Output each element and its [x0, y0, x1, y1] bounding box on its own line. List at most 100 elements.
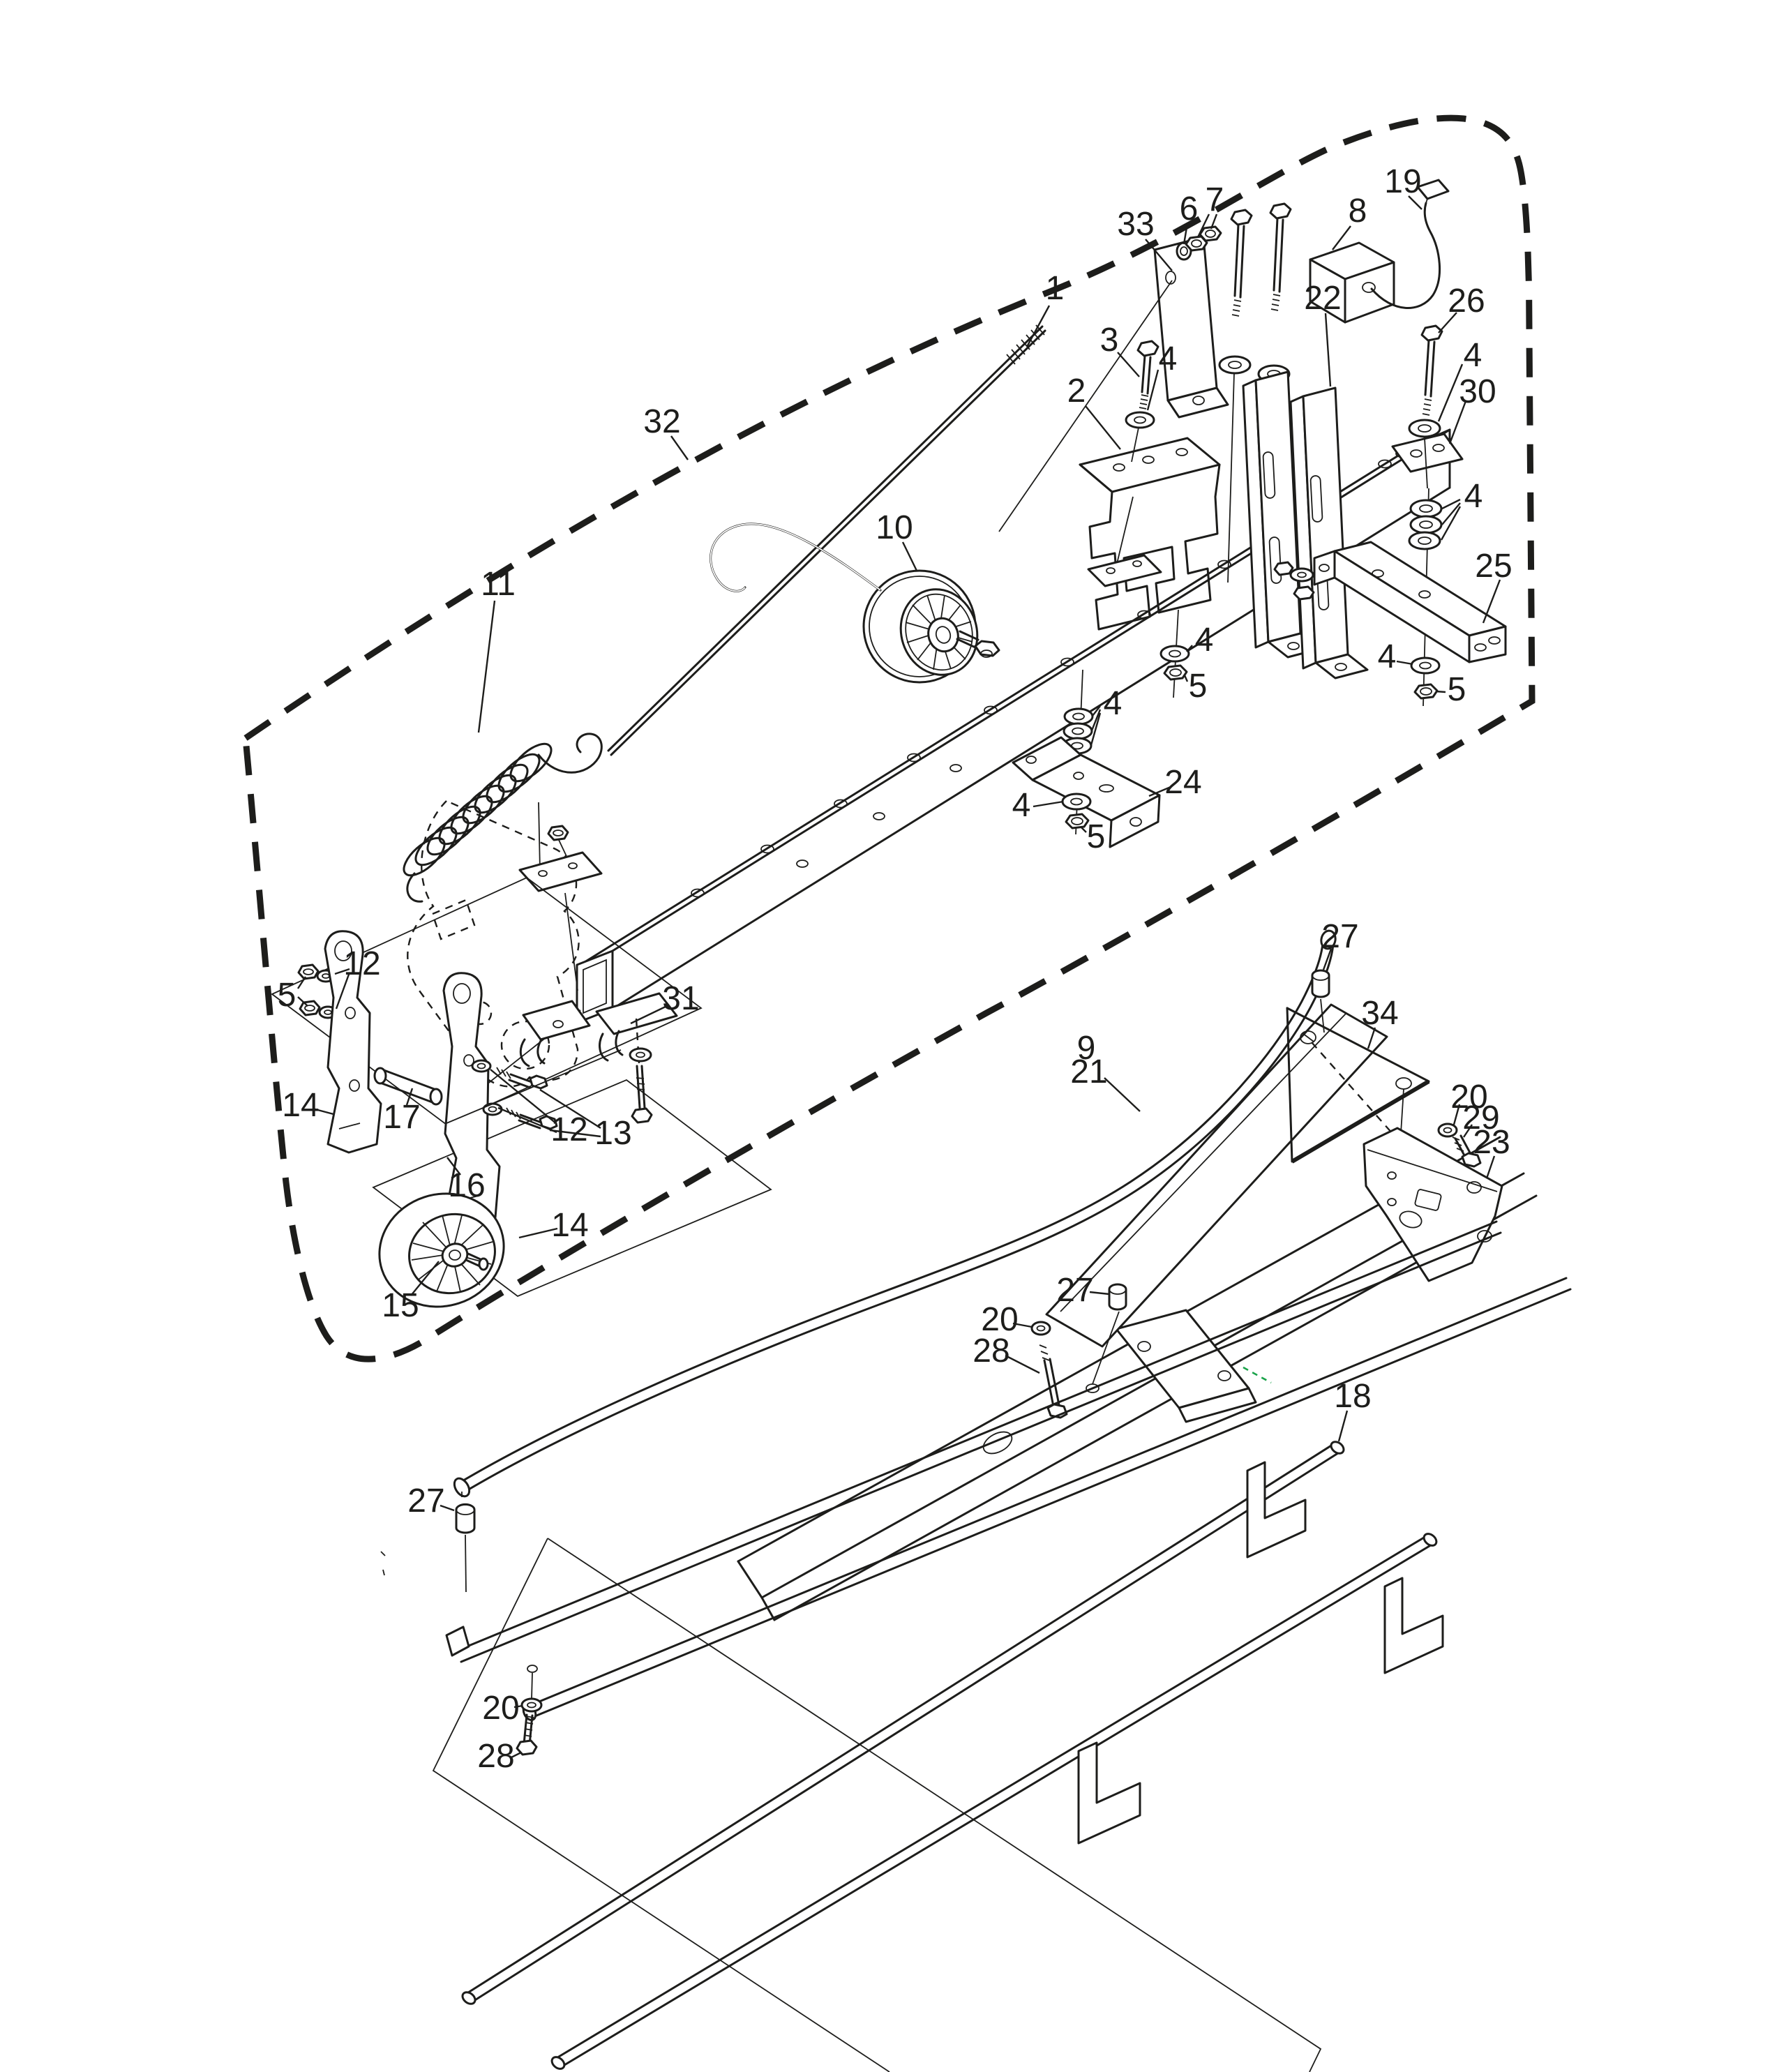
leader-part-20	[1012, 1322, 1033, 1328]
washer-part-20-mid	[1030, 1321, 1051, 1336]
leader-part-10	[901, 541, 918, 571]
leader-part-22	[1324, 313, 1332, 387]
callout-part-18-46: 18	[1334, 1378, 1371, 1415]
callout-part-12-31: 12	[550, 1111, 587, 1148]
plate-and-nut-under-rod	[518, 802, 603, 991]
callout-part-4-22: 4	[1104, 685, 1123, 722]
leader-part-13	[539, 1088, 601, 1129]
leader-part-15	[410, 1261, 440, 1296]
callout-part-5-21: 5	[1448, 671, 1466, 708]
bolt-part-29	[1452, 1134, 1482, 1168]
leader-part-34	[1367, 1027, 1376, 1049]
leader-part-2	[1085, 405, 1121, 450]
leader-part-6	[1183, 223, 1189, 245]
callout-part-33-4: 33	[1117, 206, 1154, 243]
bushing-part-27-mid	[1092, 1283, 1127, 1385]
callout-part-13-32: 13	[594, 1115, 631, 1152]
wire-harness-part-19	[1370, 179, 1450, 309]
callout-part-34-37: 34	[1361, 995, 1398, 1032]
callout-part-23-42: 23	[1473, 1124, 1510, 1161]
callout-part-11-15: 11	[481, 566, 516, 603]
washers-part-12	[471, 1059, 503, 1116]
leader-part-3	[1117, 352, 1140, 377]
leader-part-4	[1090, 709, 1102, 731]
leader-part-27	[440, 1504, 455, 1512]
bolt-part-26	[1408, 324, 1443, 438]
leader-part-12	[334, 968, 350, 975]
rod-thread-hatch	[1006, 324, 1045, 365]
support-rails	[445, 1220, 1572, 1721]
callout-part-7-6: 7	[1206, 181, 1224, 218]
washer-nut-below-25	[1410, 656, 1441, 700]
leader-part-18	[1337, 1410, 1349, 1442]
leader-part-4	[1396, 660, 1413, 666]
pin-part-17	[373, 1067, 443, 1106]
bracket-part-25	[1313, 541, 1507, 663]
leader-part-13	[549, 1129, 601, 1138]
leader-part-5	[296, 976, 307, 989]
callout-part-5-19: 5	[1189, 668, 1208, 705]
callout-part-29-41: 29	[1462, 1099, 1499, 1136]
channel-brackets-part-22	[1242, 370, 1369, 680]
callout-part-22-9: 22	[1304, 280, 1341, 317]
leader-part-20	[1453, 1104, 1461, 1125]
frame-channel	[737, 1136, 1538, 1621]
callout-part-4-16: 4	[1464, 478, 1483, 515]
callout-part-14-34: 14	[551, 1207, 588, 1244]
callout-part-5-25: 5	[1087, 818, 1106, 855]
leader-part-4	[1437, 363, 1464, 422]
callout-part-1-0: 1	[1046, 270, 1065, 307]
callout-part-20-44: 20	[981, 1301, 1018, 1338]
plate-part-30	[1391, 433, 1464, 489]
callout-part-25-17: 25	[1475, 548, 1512, 585]
leader-part-28	[509, 1751, 522, 1759]
leader-part-25	[1482, 579, 1501, 624]
leader-part-4	[1186, 645, 1193, 652]
idler-arm-cluster	[271, 876, 772, 1308]
callout-part-17-30: 17	[383, 1099, 420, 1136]
leader-part-28	[1005, 1354, 1040, 1374]
callout-part-14-29: 14	[282, 1087, 319, 1124]
leader-part-5	[1435, 690, 1446, 693]
washer-nut-mid	[1159, 561, 1315, 698]
leader-part-12	[490, 1069, 557, 1125]
washer-part-4b	[1408, 419, 1441, 438]
dashed-boundary	[242, 114, 1536, 1362]
callout-part-27-36: 27	[1321, 918, 1358, 955]
callout-part-28-49: 28	[477, 1738, 514, 1775]
callout-part-19-8: 19	[1384, 163, 1421, 200]
leader-part-4	[1441, 502, 1461, 525]
callout-part-4-20: 4	[1378, 638, 1397, 675]
interlock-box-part-8	[1309, 241, 1395, 324]
bushing-part-27-top	[1311, 969, 1330, 1033]
bracket-part-23	[1363, 1127, 1503, 1282]
leader-part-24	[1148, 786, 1171, 797]
callout-part-12-27: 12	[343, 945, 380, 982]
leader-part-19	[1408, 195, 1423, 210]
leader-part-5	[297, 996, 308, 1007]
callout-part-28-45: 28	[973, 1332, 1009, 1369]
leader-part-26	[1438, 312, 1457, 333]
mounting-plate-small	[1087, 554, 1162, 587]
leader-part-4	[1090, 712, 1102, 746]
callout-part-8-7: 8	[1349, 193, 1367, 230]
callout-part-4-11: 4	[1464, 337, 1482, 374]
callout-part-30-12: 30	[1459, 373, 1496, 410]
leader-part-33	[1145, 239, 1173, 271]
callout-part-27-47: 27	[407, 1482, 444, 1519]
leader-part-12	[497, 1106, 557, 1134]
threaded-rod-part-1	[607, 324, 1046, 756]
leader-part-17	[405, 1088, 414, 1106]
pulley-shaft-nut	[974, 640, 1000, 657]
leader-part-20	[513, 1704, 523, 1709]
ghost-panel	[380, 1538, 1322, 2072]
leader-part-4	[1441, 498, 1461, 510]
leader-part-14	[312, 1107, 334, 1116]
frame-mid-bracket	[1115, 1309, 1272, 1423]
leader-part-27	[1322, 948, 1333, 970]
washer-stack-left	[1062, 669, 1094, 835]
callout-part-5-28: 5	[278, 977, 296, 1014]
leader-part-31	[630, 1004, 669, 1025]
bolt-part-28-bottom	[516, 1713, 538, 1756]
